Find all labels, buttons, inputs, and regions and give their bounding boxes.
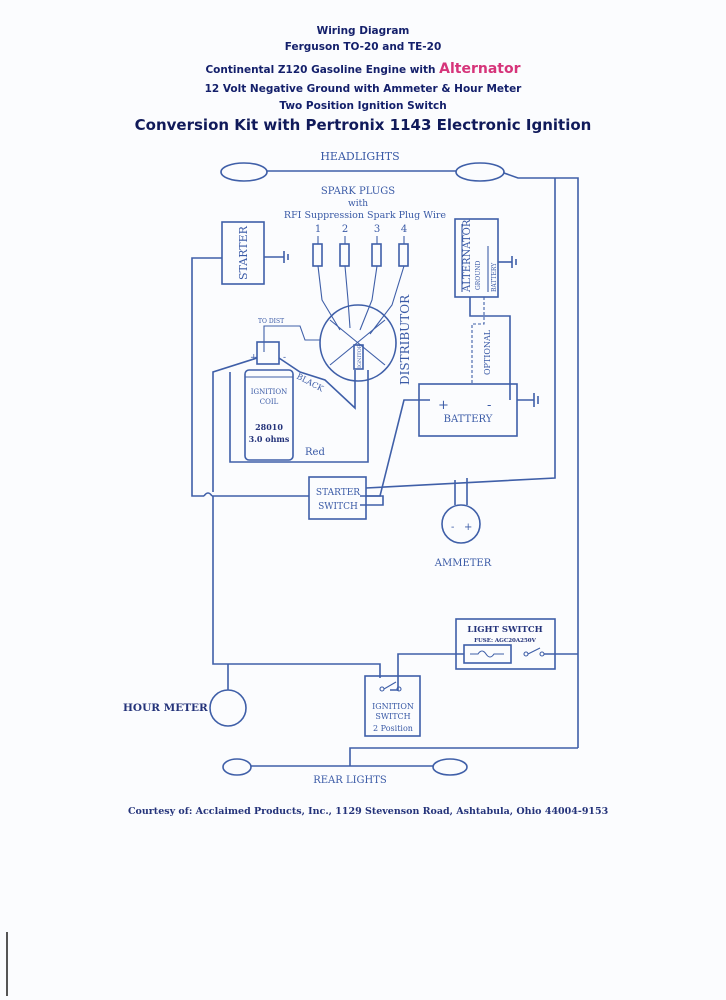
starter: STARTER: [191, 221, 289, 497]
battery: + - BATTERY: [360, 383, 539, 497]
ignition-switch-label-1: IGNITION: [372, 702, 414, 711]
ammeter-plus-label: +: [464, 522, 472, 533]
rear-lights: REAR LIGHTS: [222, 747, 578, 786]
header-voltage: 12 Volt Negative Ground with Ammeter & H…: [204, 83, 522, 95]
coil-label-2: COIL: [260, 398, 279, 406]
alternator-ground-label: GROUND: [475, 260, 482, 290]
optional-wire: [471, 297, 485, 384]
spark-plug-1: [312, 243, 323, 267]
red-wire-label: Red: [305, 447, 325, 458]
fuse-label: FUSE: AGC20A250V: [474, 638, 537, 644]
header-alternator-highlight: Alternator: [439, 61, 521, 77]
distributor-cap: [319, 304, 397, 382]
spark-plugs-with-label: with: [348, 199, 368, 209]
ammeter-minus-label: -: [451, 522, 454, 533]
light-switch-label: LIGHT SWITCH: [467, 625, 542, 635]
header-engine-text: Continental Z120 Gasoline Engine with: [205, 64, 440, 76]
rear-light-right: [432, 758, 468, 776]
coil-body: [244, 369, 294, 461]
battery-minus-label: -: [487, 398, 491, 413]
light-switch-box: [455, 618, 556, 670]
battery-label: BATTERY: [444, 414, 493, 425]
ignition-switch-label-2: SWITCH: [375, 712, 410, 721]
plug-number-1: 1: [315, 224, 321, 235]
to-dist-label: TO DIST: [258, 318, 284, 325]
hour-meter-gauge: [209, 689, 247, 727]
headlights-label: HEADLIGHTS: [320, 150, 399, 163]
header-conversion-kit: Conversion Kit with Pertronix 1143 Elect…: [134, 116, 592, 134]
alternator-label: ALTERNATOR: [462, 219, 473, 293]
distributor: IGNITOR DISTRIBUTOR: [319, 294, 412, 385]
ammeter: - + AMMETER: [434, 478, 492, 569]
headlight-left: [220, 162, 268, 182]
scan-margin-mark: [6, 932, 8, 996]
optional-label: OPTIONAL: [483, 329, 492, 375]
hour-meter-label: HOUR METER: [123, 702, 208, 714]
coil-minus-label: -: [283, 353, 286, 363]
alternator: ALTERNATOR GROUND BATTERY OPTIONAL: [454, 218, 517, 400]
starter-cable: [191, 257, 222, 497]
battery-plus-label: +: [438, 398, 449, 413]
hour-meter: HOUR METER: [123, 664, 247, 727]
ammeter-label: AMMETER: [434, 558, 492, 569]
rear-light-left: [222, 758, 252, 776]
ammeter-gauge: [441, 504, 481, 544]
ignition-coil: TO DIST + - IGNITION COIL 28010 3.0 ohms…: [212, 318, 369, 492]
headlight-feed-wire: [503, 172, 579, 748]
coil-ohms: 3.0 ohms: [249, 434, 290, 444]
battery-box: [418, 383, 518, 437]
starter-box: [221, 221, 265, 285]
plug-number-2: 2: [342, 224, 348, 235]
starter-switch: STARTER SWITCH: [203, 178, 556, 520]
header-model: Ferguson TO-20 and TE-20: [284, 41, 442, 53]
spark-plug-3: [371, 243, 382, 267]
left-bus-wire: [212, 496, 381, 678]
coil-plus-label: +: [250, 353, 258, 363]
starter-label: STARTER: [237, 225, 250, 280]
light-switch: LIGHT SWITCH FUSE: AGC20A250V: [390, 618, 578, 691]
starter-switch-box: [308, 476, 367, 520]
ignition-switch-box: [364, 675, 421, 737]
alternator-battery-label: BATTERY: [491, 262, 498, 292]
coil-label-1: IGNITION: [251, 388, 288, 396]
ignition-switch: IGNITION SWITCH 2 Position: [364, 675, 421, 737]
red-wire: [229, 370, 369, 463]
plug-number-3: 3: [374, 224, 380, 235]
distributor-label: DISTRIBUTOR: [398, 294, 412, 385]
starter-switch-label-1: STARTER: [316, 488, 360, 498]
coil-part-number: 28010: [255, 422, 283, 432]
headlight-right: [455, 162, 505, 182]
plug-number-4: 4: [401, 224, 407, 235]
rfi-label: RFI Suppression Spark Plug Wire: [284, 210, 447, 221]
rear-lights-feed: [349, 747, 578, 766]
coil-terminals: [256, 341, 280, 365]
fuse-element: [470, 650, 504, 658]
header-switch-type: Two Position Ignition Switch: [279, 100, 447, 112]
headlights: HEADLIGHTS: [220, 150, 579, 748]
spark-plug-2: [339, 243, 350, 267]
rear-lights-label: REAR LIGHTS: [313, 775, 387, 786]
courtesy-text: Courtesy of: Acclaimed Products, Inc., 1…: [128, 806, 608, 817]
ignitor-label: IGNITOR: [357, 344, 363, 368]
coil-hv-lead: [263, 325, 320, 352]
alternator-output-wire: [469, 297, 511, 400]
ignitor-module: [353, 344, 364, 370]
spark-plug-4: [398, 243, 409, 267]
spark-plugs: [312, 236, 409, 335]
spark-plugs-label: SPARK PLUGS: [321, 186, 395, 197]
coil-feed-wire: [212, 357, 258, 492]
header-title: Wiring Diagram: [316, 25, 410, 37]
header-engine: Continental Z120 Gasoline Engine with Al…: [0, 61, 726, 77]
starter-switch-label-2: SWITCH: [318, 502, 358, 512]
black-wire: [278, 357, 356, 410]
ignition-switch-label-3: 2 Position: [373, 724, 413, 733]
alternator-box: [454, 218, 499, 298]
main-feed-wire: [365, 178, 556, 489]
light-switch-feed: [390, 653, 464, 691]
